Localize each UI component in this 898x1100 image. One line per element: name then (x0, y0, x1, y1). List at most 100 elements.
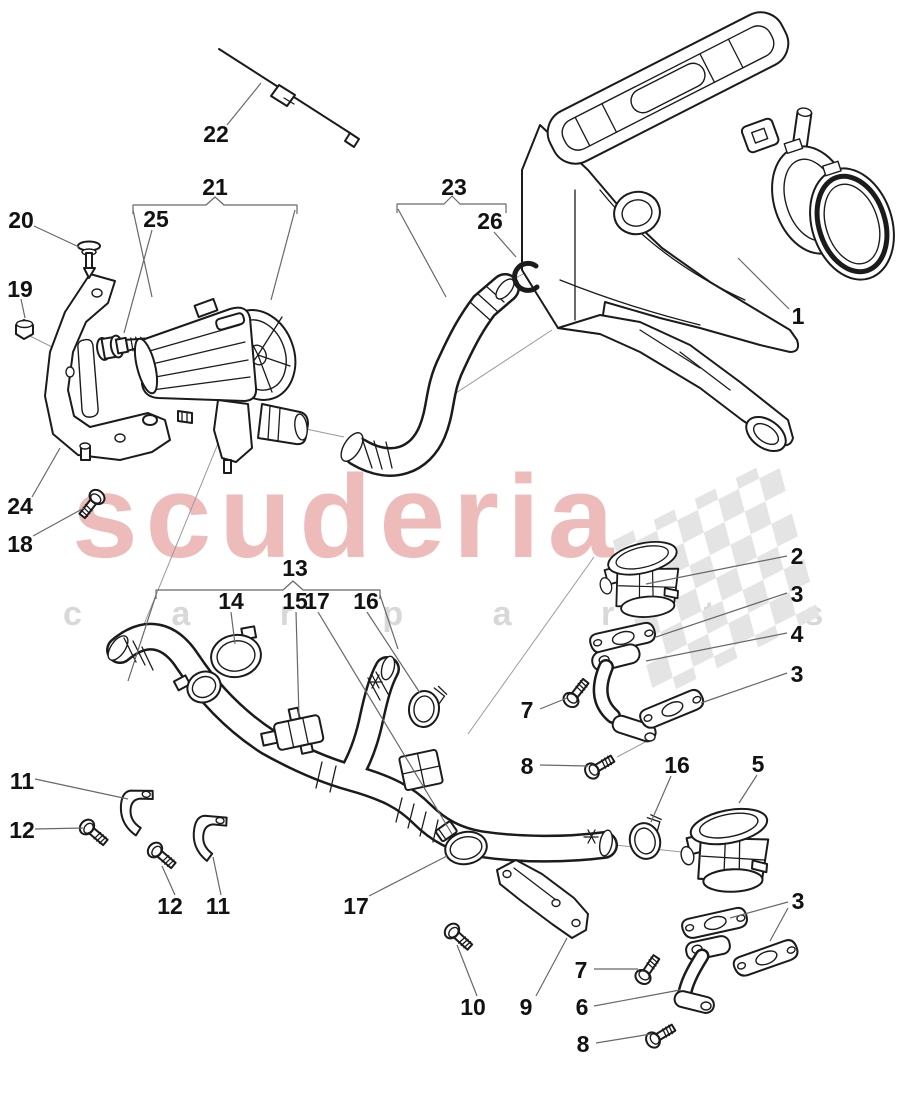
part-callout-6: 6 (576, 994, 589, 1020)
part-callout-17: 17 (304, 588, 330, 614)
leader-line (738, 774, 758, 804)
part-callout-8: 8 (521, 753, 534, 779)
part-callout-5: 5 (752, 751, 765, 777)
spring-clamp-16b (623, 811, 671, 864)
support-bracket (496, 859, 589, 939)
callout-bracket (155, 580, 381, 599)
leader-line (34, 778, 129, 800)
half-clamp-11b (188, 811, 229, 865)
leader-line (456, 944, 478, 997)
spring-clamp-16a (406, 682, 449, 731)
part-callout-26: 26 (477, 208, 503, 234)
part-callout-7: 7 (521, 697, 534, 723)
o-ring (512, 260, 540, 293)
part-callout-11: 11 (206, 893, 231, 919)
half-clamp-11a (116, 786, 155, 838)
leader-line (212, 856, 222, 896)
bolt-7b (631, 951, 665, 988)
leader-line (535, 937, 568, 997)
part-callout-11: 11 (10, 768, 35, 794)
leader-line (295, 611, 300, 718)
leader-line (769, 907, 789, 942)
part-callout-22: 22 (203, 121, 229, 147)
part-callout-20: 20 (8, 207, 34, 233)
part-callout-14: 14 (218, 588, 244, 614)
leader-line (161, 865, 176, 896)
part-callout-16: 16 (353, 588, 379, 614)
part-callout-1: 1 (792, 303, 805, 329)
hex-nut (15, 319, 34, 340)
bolt-7a (559, 675, 594, 712)
part-callout-24: 24 (7, 493, 33, 519)
part-callout-2: 2 (791, 543, 804, 569)
part-callout-3: 3 (791, 661, 804, 687)
part-callout-21: 21 (202, 174, 228, 200)
ring-clamp-pair (172, 625, 262, 704)
cable-tie (218, 48, 360, 148)
callout-bracket (396, 195, 507, 213)
secondary-air-pump (133, 297, 309, 474)
leader-line (593, 989, 681, 1007)
leader-line (700, 672, 788, 704)
leader-line (34, 827, 84, 830)
screw-12a (75, 815, 112, 850)
bolt-8b (642, 1019, 679, 1052)
worm-drive-clamp (435, 820, 488, 866)
part-callout-12: 12 (9, 817, 35, 843)
air-cleaner-assembly (521, 11, 895, 453)
leader-line (397, 208, 447, 298)
leader-line (123, 229, 153, 334)
watermark-brand-text: scuderia (72, 451, 621, 583)
leader-line (729, 901, 789, 919)
leader-line (226, 82, 262, 126)
gasket-3b (636, 684, 708, 734)
part-callout-12: 12 (157, 893, 183, 919)
checkered-flag-watermark (612, 457, 820, 700)
leader-line (127, 594, 157, 682)
hose-assembly (106, 622, 618, 863)
leader-line (650, 775, 672, 823)
part-callout-25: 25 (143, 206, 169, 232)
callout-bracket (132, 196, 298, 214)
changeover-valve (260, 706, 325, 755)
combi-valve-5 (676, 801, 774, 895)
leader-line (33, 225, 80, 248)
leader-line (132, 209, 153, 298)
leader-line (20, 298, 26, 319)
watermark: scuderia c a r p a r t s (63, 451, 823, 700)
leader-line (379, 594, 399, 650)
gasket-3d (730, 934, 802, 982)
part-callout-10: 10 (460, 994, 486, 1020)
part-callout-3: 3 (792, 888, 805, 914)
leader-line (368, 855, 448, 897)
secondary-air-hose (340, 273, 520, 477)
part-callout-3: 3 (791, 581, 804, 607)
part-callout-7: 7 (575, 957, 588, 983)
leader-line (230, 611, 236, 645)
part-callout-19: 19 (7, 276, 33, 302)
leader-line (270, 209, 296, 301)
leader-line (737, 257, 790, 310)
leader-line (32, 507, 85, 537)
retaining-clip (77, 240, 101, 279)
part-callout-23: 23 (441, 174, 467, 200)
leader-line (655, 592, 788, 638)
leader-line (539, 697, 568, 710)
leader-line (595, 1033, 652, 1044)
part-callout-15: 15 (282, 588, 308, 614)
part-callout-18: 18 (7, 531, 33, 557)
leader-line (317, 611, 453, 835)
part-callout-9: 9 (520, 994, 533, 1020)
part-callout-8: 8 (577, 1031, 590, 1057)
part-callout-16: 16 (664, 752, 690, 778)
leader-line (645, 555, 788, 585)
part-callout-13: 13 (282, 555, 308, 581)
air-pipe-4 (591, 643, 657, 743)
pump-bracket (44, 273, 171, 461)
air-pipe-6 (673, 935, 731, 1014)
leader-line (31, 447, 61, 498)
leader-line (366, 611, 421, 694)
